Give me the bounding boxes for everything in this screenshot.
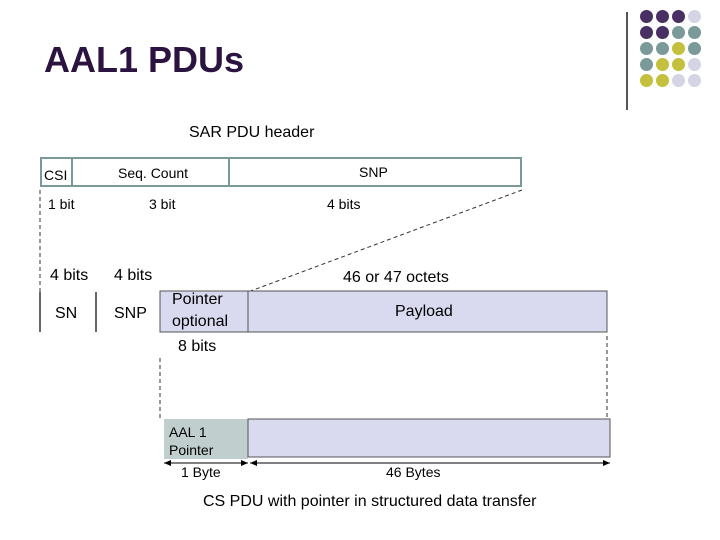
sn-field: SN: [55, 305, 78, 322]
decorative-dot: [656, 42, 669, 55]
sn-size: 4 bits: [50, 267, 89, 284]
decorative-dot-grid: [640, 10, 720, 100]
arrow-46-bytes-head-left: [250, 460, 257, 466]
diagram-caption: CS PDU with pointer in structured data t…: [203, 493, 537, 510]
decorative-dot: [656, 58, 669, 71]
seq-count-field: Seq. Count: [118, 165, 189, 181]
slide-title: AAL1 PDUs: [44, 39, 245, 80]
decorative-dot: [688, 10, 701, 23]
decorative-divider: [626, 12, 628, 110]
pointer-field-line2: optional: [172, 313, 229, 330]
decorative-dot: [672, 10, 685, 23]
decorative-dot: [640, 26, 653, 39]
snp-header-field: SNP: [359, 164, 388, 180]
decorative-dot: [688, 26, 701, 39]
arrow-46-bytes-head-right: [603, 460, 610, 466]
pointer-size: 8 bits: [178, 338, 217, 355]
decorative-dot: [672, 74, 685, 87]
decorative-dot: [656, 26, 669, 39]
decorative-dot: [672, 58, 685, 71]
payload-size: 46 or 47 octets: [343, 269, 449, 286]
pointer-field-line1: Pointer: [172, 291, 223, 308]
decorative-dot: [688, 74, 701, 87]
decorative-dot: [640, 10, 653, 23]
csi-size: 1 bit: [48, 196, 75, 212]
decorative-dot: [640, 74, 653, 87]
decorative-dot: [640, 42, 653, 55]
cs-data-box: [247, 418, 611, 458]
seq-count-size: 3 bit: [149, 196, 176, 212]
payload-field: Payload: [395, 303, 453, 320]
decorative-dot: [672, 26, 685, 39]
decorative-dot: [656, 10, 669, 23]
decorative-dot: [688, 42, 701, 55]
snp-header-size: 4 bits: [327, 196, 361, 212]
sar-header-inner: [42, 159, 520, 185]
cs-pointer-line2: Pointer: [169, 442, 214, 458]
sar-header-label: SAR PDU header: [189, 124, 315, 141]
decorative-dot: [656, 74, 669, 87]
snp-field: SNP: [114, 305, 147, 322]
cs-pointer-size: 1 Byte: [181, 464, 221, 480]
decorative-dot: [640, 58, 653, 71]
decorative-dot: [688, 58, 701, 71]
arrow-1-byte-head-left: [164, 460, 171, 466]
snp-size: 4 bits: [114, 267, 153, 284]
arrow-1-byte-head-right: [241, 460, 248, 466]
csi-field: CSI: [44, 167, 68, 183]
cs-data-size: 46 Bytes: [386, 464, 441, 480]
cs-pointer-line1: AAL 1: [169, 424, 207, 440]
decorative-dot: [672, 42, 685, 55]
sar-header-box: [40, 157, 522, 187]
